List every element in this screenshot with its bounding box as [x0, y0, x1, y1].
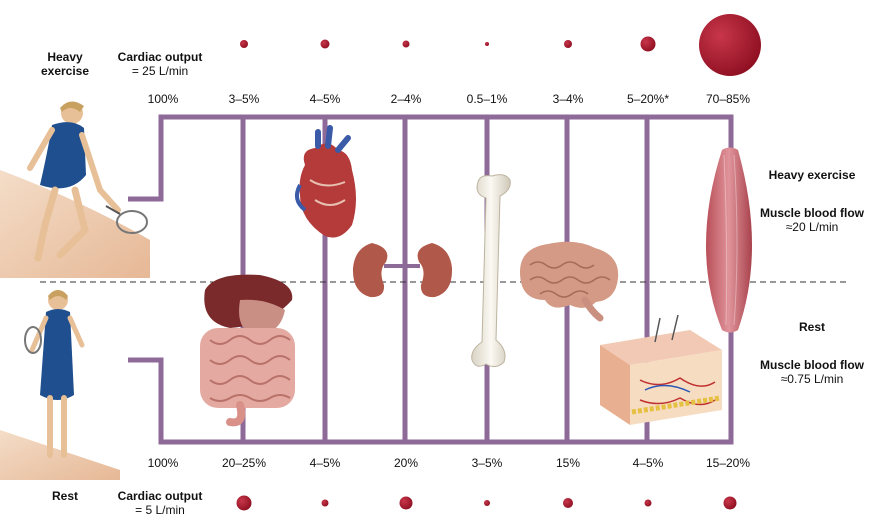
rest-pct-heart: 4–5% [309, 456, 341, 470]
exercise-dot-muscle [699, 14, 761, 76]
rest-dot-kidney [399, 496, 413, 510]
exercise-flow-title: Muscle blood flow [760, 206, 864, 220]
exercise-label-line1: Heavy [47, 50, 83, 64]
rest-dot-muscle [723, 496, 737, 510]
exercise-cardiac-value: = 25 L/min [131, 64, 189, 78]
exercise-dot-bone [485, 42, 489, 46]
rest-pct-gi: 20–25% [221, 456, 267, 470]
rest-pct-kidney: 20% [393, 456, 419, 470]
brain-icon [520, 241, 619, 322]
exercise-dot-skin [640, 36, 656, 52]
exercise-pct-gi: 3–5% [228, 92, 260, 106]
tennis-player-rest-icon [0, 290, 120, 480]
rest-muscle-flow: Muscle blood flow ≈0.75 L/min [752, 358, 872, 386]
rest-cardiac-title: Cardiac output [117, 489, 203, 503]
exercise-pct-brain: 3–4% [552, 92, 584, 106]
exercise-dot-heart [320, 39, 330, 49]
exercise-dot-brain [564, 40, 572, 48]
rest-cardiac-output: Cardiac output = 5 L/min [110, 489, 210, 517]
rest-pct-muscle: 15–20% [705, 456, 751, 470]
exercise-pct-skin: 5–20%* [626, 92, 670, 106]
rest-pct-brain: 15% [555, 456, 581, 470]
exercise-pct-muscle: 70–85% [705, 92, 751, 106]
rest-flow-title: Muscle blood flow [760, 358, 864, 372]
heart-icon [294, 125, 356, 238]
rest-cardiac-value: = 5 L/min [135, 503, 185, 517]
rest-pct-skin: 4–5% [632, 456, 664, 470]
tennis-player-exercise-icon [0, 101, 150, 278]
exercise-cardiac-title: Cardiac output [117, 50, 203, 64]
exercise-pct-heart: 4–5% [309, 92, 341, 106]
exercise-flow-value: ≈20 L/min [785, 220, 839, 234]
kidneys-icon [352, 243, 453, 298]
skeletal-muscle-icon [706, 147, 752, 333]
skin-icon [600, 314, 722, 425]
bone-icon [471, 174, 511, 368]
rest-label: Rest [51, 489, 78, 503]
rest-flow-dots [236, 495, 737, 511]
rest-side-title: Rest [798, 320, 825, 334]
rest-dot-bone [484, 500, 490, 506]
exercise-cardiac-output: Cardiac output = 25 L/min [110, 50, 210, 78]
rest-dot-skin [644, 499, 652, 507]
rest-dot-brain [563, 498, 573, 508]
exercise-side-title: Heavy exercise [768, 168, 856, 182]
rest-dot-heart [321, 499, 329, 507]
exercise-flow-dots [240, 14, 761, 76]
rest-flow-value: ≈0.75 L/min [780, 372, 844, 386]
exercise-dot-kidney [402, 40, 410, 48]
exercise-pct-bone: 0.5–1% [466, 92, 508, 106]
rest-dot-gi [236, 495, 252, 511]
exercise-dot-gi [240, 40, 248, 48]
exercise-muscle-flow: Muscle blood flow ≈20 L/min [752, 206, 872, 234]
exercise-label-line2: exercise [40, 64, 90, 78]
exercise-pct-kidney: 2–4% [390, 92, 422, 106]
exercise-label: Heavy exercise [30, 50, 100, 78]
rest-pct-bone: 3–5% [471, 456, 503, 470]
liver-digestive-icon [200, 274, 295, 427]
exercise-pct-total: 100% [147, 92, 179, 106]
rest-pct-total: 100% [147, 456, 179, 470]
